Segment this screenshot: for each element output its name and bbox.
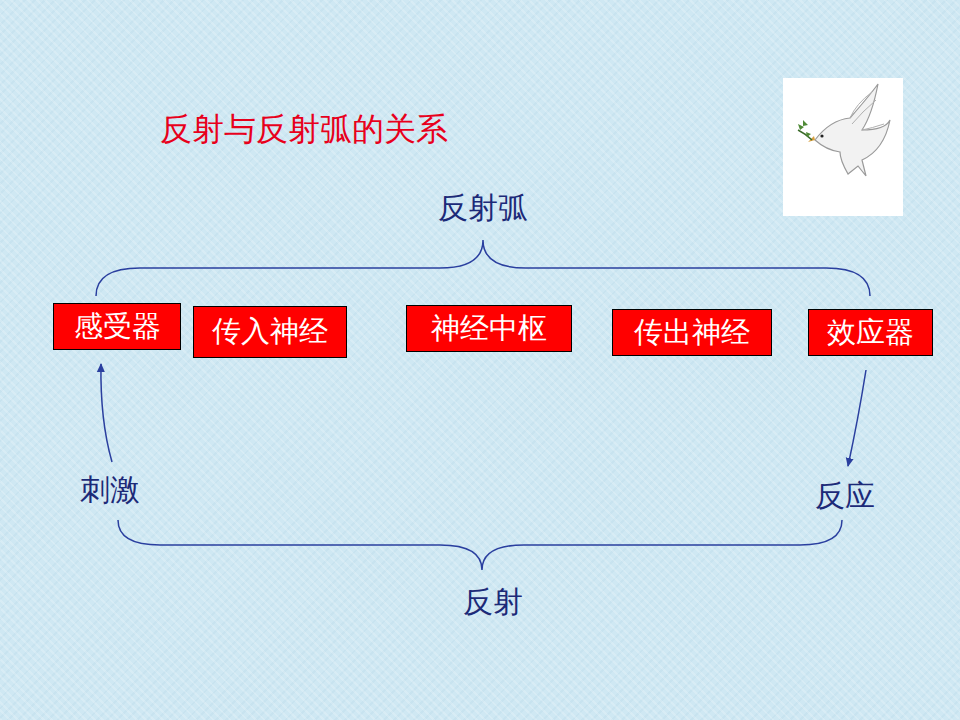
stimulus-arrow (101, 364, 112, 462)
reflex-arc-label: 反射弧 (438, 188, 528, 229)
slide-title: 反射与反射弧的关系 (160, 108, 448, 152)
structure-box: 感受器 (53, 303, 181, 350)
dove-picture (783, 78, 903, 216)
structure-box: 效应器 (808, 309, 933, 356)
structure-box: 传出神经 (612, 309, 772, 356)
structure-box: 神经中枢 (406, 305, 572, 352)
bottom-brace (118, 520, 842, 570)
response-arrow (848, 370, 866, 466)
box-label: 传出神经 (634, 317, 750, 349)
box-label: 神经中枢 (431, 313, 547, 345)
response-label: 反应 (815, 476, 875, 517)
structure-box: 传入神经 (193, 306, 347, 358)
box-label: 效应器 (827, 317, 914, 349)
box-label: 感受器 (74, 311, 161, 343)
reflex-label: 反射 (463, 582, 523, 623)
box-label: 传入神经 (212, 316, 328, 348)
stimulus-label: 刺激 (80, 470, 140, 511)
top-brace (96, 240, 870, 296)
